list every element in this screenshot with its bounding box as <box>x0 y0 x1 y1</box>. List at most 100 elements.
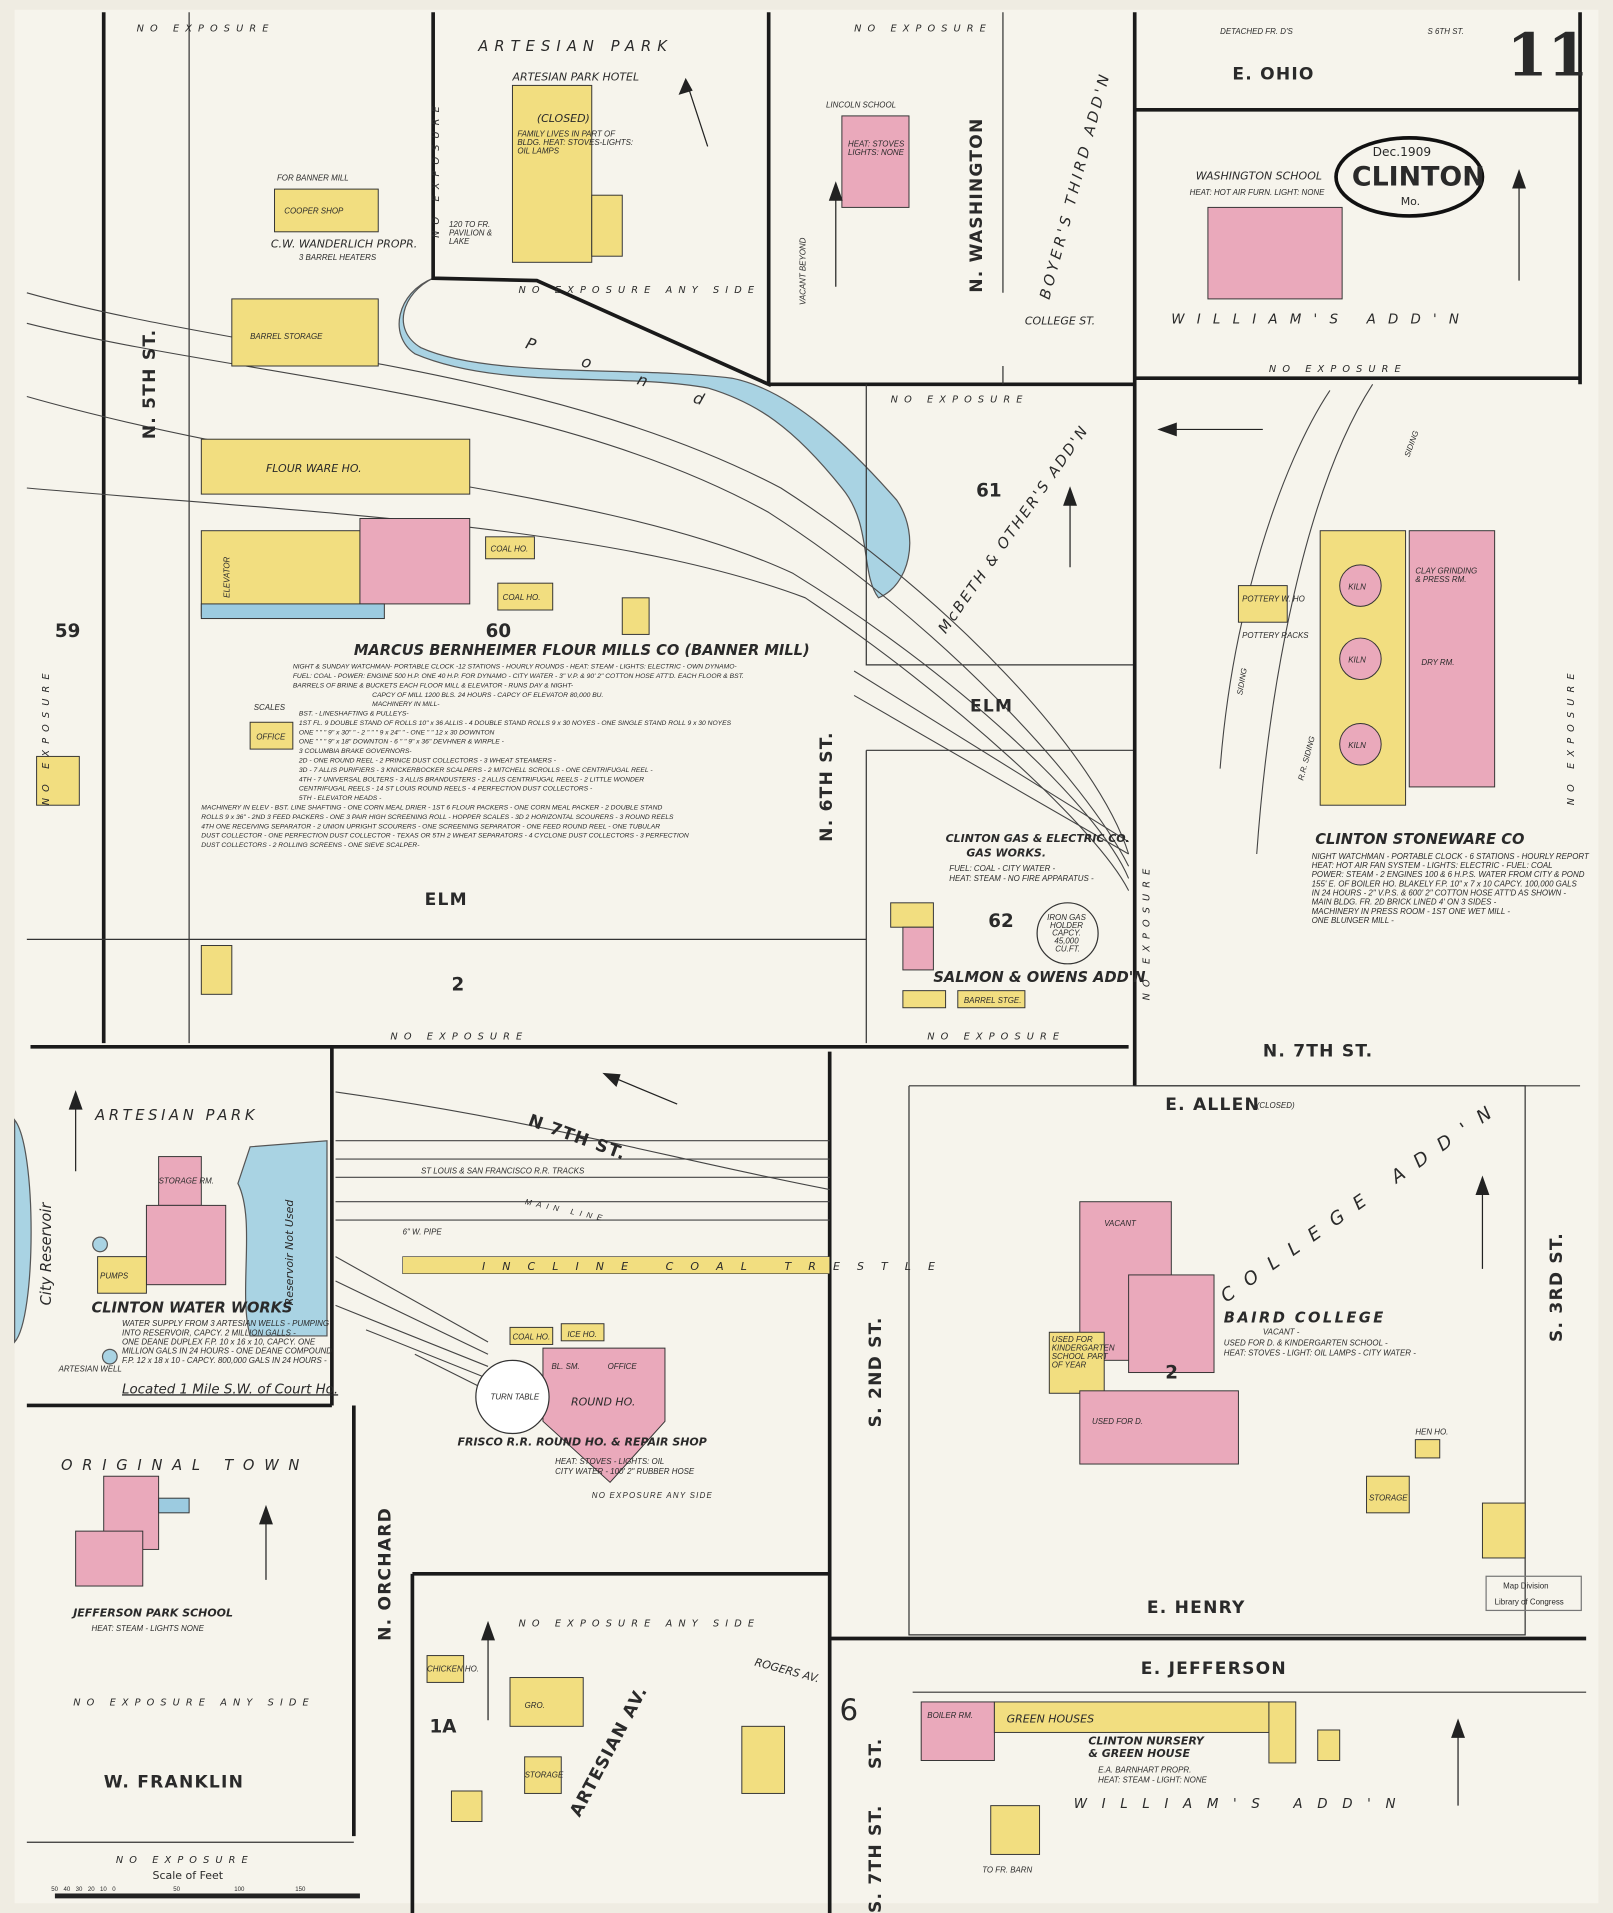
hotel-note2: 120 TO FR. PAVILION & LAKE <box>449 220 494 246</box>
street-e-jefferson: E. JEFFERSON <box>1141 1659 1287 1679</box>
note-line: ROLLS 9 x 36" - 2ND 3 FEED PACKERS - ONE… <box>201 814 674 821</box>
city-reservoir-label: City Reservoir <box>38 1202 55 1306</box>
frisco-note: CITY WATER - 100' 2" RUBBER HOSE <box>555 1467 695 1476</box>
street-e-henry: E. HENRY <box>1147 1598 1246 1618</box>
scale-tick-label: 0 <box>112 1886 116 1893</box>
note-line: 3 COLUMBIA BRAKE GOVERNORS- <box>299 748 412 755</box>
williams-add-bottom: WILLIAM'S ADD'N <box>1074 1797 1410 1812</box>
chicken-house: CHICKEN HO. <box>427 1664 479 1673</box>
gas-note: FUEL: COAL - CITY WATER - <box>949 864 1055 873</box>
title-cartouche <box>1334 136 1485 218</box>
north-arrow-icon <box>1451 1718 1466 1806</box>
street-w-franklin: W. FRANKLIN <box>104 1772 244 1792</box>
stoneware-note-lines: NIGHT WATCHMAN - PORTABLE CLOCK - 6 STAT… <box>1312 852 1590 925</box>
note-line: MACHINERY IN ELEV - BST. LINE SHAFTING -… <box>201 804 662 811</box>
note-line: FUEL: COAL - POWER: ENGINE 500 H.P. ONE … <box>293 673 744 680</box>
gas-note: HEAT: STEAM - NO FIRE APPARATUS - <box>949 874 1094 883</box>
street-n5th: N. 5TH ST. <box>140 329 160 440</box>
pottery-warehouse: POTTERY W. HO <box>1242 594 1305 603</box>
green-houses: GREEN HOUSES <box>1007 1713 1094 1726</box>
ice-house: ICE HO. <box>567 1330 597 1339</box>
washington-school-title: WASHINGTON SCHOOL <box>1196 169 1322 182</box>
north-arrow-icon <box>1157 422 1263 437</box>
no-exposure: NO EXPOSURE <box>927 1031 1065 1042</box>
baird-note: USED FOR D. & KINDERGARTEN SCHOOL - <box>1224 1339 1388 1348</box>
baird-title: BAIRD COLLEGE <box>1224 1310 1386 1327</box>
mill-title: MARCUS BERNHEIMER FLOUR MILLS CO (BANNER… <box>354 642 810 659</box>
street-n7th: N. 7TH ST. <box>1263 1042 1374 1062</box>
no-exposure-any-side: NO EXPOSURE ANY SIDE <box>592 1491 713 1500</box>
note-line: 1ST FL. 9 DOUBLE STAND OF ROLLS 10" x 36… <box>299 720 732 727</box>
note-line: NIGHT & SUNDAY WATCHMAN- PORTABLE CLOCK … <box>293 664 738 671</box>
stoneware-notes: CLINTON STONEWARE CO NIGHT WATCHMAN - PO… <box>1312 831 1590 925</box>
dry-room: DRY RM. <box>1421 658 1454 667</box>
frisco-note: HEAT: STOVES - LIGHTS: OIL <box>555 1457 664 1466</box>
kiln: KILN <box>1348 655 1366 664</box>
scale-tick-label: 100 <box>234 1886 245 1893</box>
no-exposure: NO EXPOSURE <box>41 667 52 805</box>
flour-ware-house: FLOUR WARE HO. <box>266 462 362 475</box>
no-exposure: NO EXPOSURE <box>891 395 1029 406</box>
sheet-number: 11 <box>1507 21 1588 90</box>
block-number: 62 <box>988 911 1013 932</box>
library-stamp: Map Division Library of Congress <box>1485 1575 1582 1612</box>
gas-subtitle: GAS WORKS. <box>966 846 1046 859</box>
note-line: 3D - 7 ALLIS PURIFIERS - 3 KNICKERBOCKER… <box>299 767 653 774</box>
water-pipe-label: 6" W. PIPE <box>403 1228 443 1237</box>
gas-holder: IRON GAS HOLDER CAPCY. 45,000 CU.FT. <box>1047 913 1088 954</box>
map-date: Dec.1909 <box>1373 145 1431 159</box>
no-exposure: NO EXPOSURE <box>390 1031 528 1042</box>
artesian-park-top: ARTESIAN PARK <box>477 38 673 55</box>
reservoir <box>237 1140 328 1337</box>
stoneware-title: CLINTON STONEWARE CO <box>1315 831 1524 848</box>
north-arrow-icon <box>1512 168 1527 281</box>
street-s7th: S. 7TH ST. <box>866 1804 886 1913</box>
note-line: DUST COLLECTORS - 2 ROLLING SCREENS - ON… <box>201 842 420 849</box>
scale-tick-label: 20 <box>88 1886 95 1893</box>
city-reservoir <box>14 1118 32 1344</box>
turn-table-label: TURN TABLE <box>490 1392 539 1401</box>
block-boundaries <box>26 12 1587 1913</box>
note-line: BARRELS OF BRINE & BUCKETS EACH FLOOR MI… <box>293 682 574 689</box>
building-labels: ARTESIAN PARK HOTEL (CLOSED) FAMILY LIVE… <box>100 71 1479 1875</box>
no-exposure: NO EXPOSURE <box>137 24 275 35</box>
street-elm-east: ELM <box>970 696 1013 716</box>
mill-notes: MARCUS BERNHEIMER FLOUR MILLS CO (BANNER… <box>201 642 809 849</box>
no-exposure: NO EXPOSURE <box>1269 364 1407 375</box>
street-elm-west: ELM <box>425 890 468 910</box>
water-works-notes: CLINTON WATER WORKS WATER SUPPLY FROM 3 … <box>58 1236 338 1397</box>
coal-house: COAL HO. <box>490 544 528 553</box>
north-arrow-icon <box>1475 1175 1490 1269</box>
note-line: ONE BLUNGER MILL - <box>1312 916 1395 925</box>
no-exposure-any-side: NO EXPOSURE ANY SIDE <box>519 285 761 296</box>
state-name: Mo. <box>1401 195 1420 208</box>
barrel-storage-small: BARREL STGE. <box>964 996 1022 1005</box>
no-exposure-any-side: NO EXPOSURE ANY SIDE <box>73 1698 315 1709</box>
scale-tick-label: 30 <box>76 1886 83 1893</box>
note-line: MACHINERY IN MILL- <box>372 701 440 708</box>
scales: SCALES <box>254 703 286 712</box>
note-line: F.P. 12 x 18 x 10 - CAPCY. 800,000 GALS … <box>122 1356 327 1365</box>
gas-title: CLINTON GAS & ELECTRIC CO. <box>946 832 1130 845</box>
street-s3rd: S. 3RD ST. <box>1547 1232 1567 1342</box>
city-name: CLINTON <box>1352 161 1485 192</box>
street-n6th: N. 6TH ST. <box>817 731 837 842</box>
scale-label: Scale of Feet <box>153 1869 224 1882</box>
note-line: 4TH ONE RECEIVING SEPARATOR - 2 UNION UP… <box>201 823 660 830</box>
mill-note-lines: NIGHT & SUNDAY WATCHMAN- PORTABLE CLOCK … <box>201 664 744 849</box>
boiler-room: BOILER RM. <box>927 1711 973 1720</box>
scale-tick-label: 150 <box>295 1886 306 1893</box>
north-arrows <box>68 77 1527 1806</box>
street-e-allen: E. ALLEN <box>1165 1095 1260 1115</box>
note-line: 2D - ONE ROUND REEL - 2 PRINCE DUST COLL… <box>298 758 557 765</box>
detached-note: DETACHED FR. D'S <box>1220 27 1293 36</box>
storage-room: STORAGE RM. <box>159 1176 214 1185</box>
lincoln-school-note: HEAT: STOVES LIGHTS: NONE <box>848 139 907 157</box>
pottery-racks: POTTERY RACKS <box>1242 631 1309 640</box>
water-note-lines: WATER SUPPLY FROM 3 ARTESIAN WELLS - PUM… <box>122 1319 332 1365</box>
williams-add-top: WILLIAM'S ADD'N <box>1171 312 1471 327</box>
grocery: GRO. <box>525 1701 545 1710</box>
original-town: ORIGINAL TOWN <box>61 1457 309 1474</box>
note-line: CENTRIFUGAL REELS - 14 ST LOUIS ROUND RE… <box>299 786 593 793</box>
